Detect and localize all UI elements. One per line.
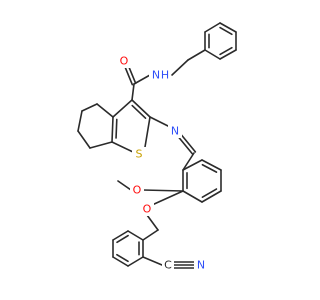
nitrile-carbon-label: C [164, 259, 172, 272]
bond-thiophene-double [131, 104, 147, 119]
carbonyl-oxygen-label: O [120, 55, 129, 68]
bond-ether-ch2 [146, 214, 159, 231]
bond-carbonyl-double [124, 66, 134, 86]
bond-cyclohexene [89, 141, 113, 149]
bond-c-n-imine [149, 116, 171, 128]
ether-oxygen-label: O [143, 203, 152, 216]
bond-thiophene [111, 116, 114, 143]
bond-imine-double [180, 134, 197, 153]
bond-carbonyl-thiophene [131, 83, 135, 101]
bond-central-ring [182, 159, 203, 171]
atom-ether-oxygen: O [140, 202, 154, 216]
thiophene-sulfur-label: S [136, 148, 143, 161]
bond-cyclohexene [77, 130, 91, 149]
atom-carbonyl-oxygen: O [117, 54, 131, 68]
bond-thiophene-c-s [144, 116, 151, 148]
bond-central-ring [201, 159, 222, 171]
bond-cyclohexene [77, 110, 83, 132]
bond-cyanophenyl-ring-double [116, 234, 129, 244]
bond-cyanophenyl-ring [112, 256, 129, 267]
bond-imine-ch-ring [182, 152, 195, 171]
bond-phenyl-ring [219, 49, 237, 60]
bond-carbonyl-double [127, 65, 137, 85]
bond-phenyl-ring-double [219, 26, 233, 36]
bond-cyanophenyl-ring [127, 230, 144, 241]
bond-phenyl-ring [204, 49, 221, 60]
atom-thiophene-sulfur: S [132, 147, 146, 161]
bond-layer [77, 22, 237, 269]
bond-ring-nitrile-c [142, 256, 163, 266]
amide-nitrogen-label: N [152, 69, 160, 82]
bond-thiophene [131, 99, 151, 118]
bond-thiophene-s-c [111, 141, 134, 153]
bond-benzyl-ch2 [187, 49, 206, 61]
imine-nitrogen-label: N [171, 125, 179, 138]
bond-ch2-nh [171, 59, 189, 76]
bond-central-ring-double [201, 163, 218, 173]
atom-nitrile-nitrogen: N [194, 258, 208, 272]
bond-cyanophenyl-ring [127, 256, 144, 267]
bond-methoxy-ch3 [117, 180, 132, 191]
bond-thiophene [112, 99, 133, 118]
bond-cyclohexene [96, 103, 114, 118]
bond-phenyl-ring [204, 22, 221, 33]
bond-nh-carbonyl [133, 74, 151, 85]
amide-hydrogen-label: H [161, 69, 169, 82]
bond-central-ring-double [201, 188, 218, 198]
bond-ch2-ring [142, 229, 159, 241]
atom-methoxy-oxygen: O [130, 183, 144, 197]
bond-ring-methoxy-o [142, 189, 184, 192]
bond-imine-double [177, 136, 194, 155]
atom-amide-nitrogen: N H [149, 68, 171, 82]
bond-cyanophenyl-ring-double [116, 253, 129, 263]
molecule-structure: O N H N S O O C N [77, 22, 237, 272]
bond-cyanophenyl-ring [112, 230, 129, 241]
bond-phenyl-ring [219, 22, 237, 33]
bond-central-ring [201, 190, 222, 203]
nitrile-nitrogen-label: N [197, 259, 205, 272]
bond-central-ring [182, 190, 203, 203]
methoxy-oxygen-label: O [133, 184, 142, 197]
atom-imine-nitrogen: N [168, 124, 182, 138]
atom-layer: O N H N S O O C N [117, 54, 208, 272]
bond-thiophene-double [115, 118, 118, 139]
bond-cyclohexene [81, 103, 98, 112]
atom-nitrile-carbon: C [162, 258, 174, 272]
bond-ring-ether-o [151, 190, 184, 206]
bond-phenyl-ring-double [219, 46, 233, 56]
